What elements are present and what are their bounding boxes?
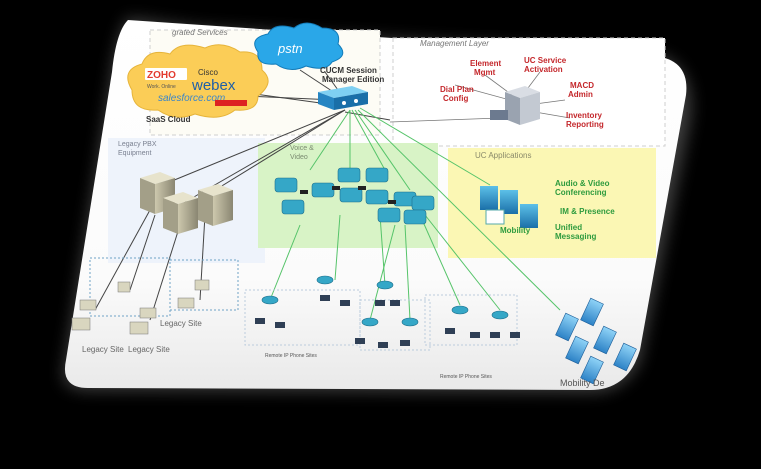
mgmt-macd-1: MACD	[570, 81, 594, 90]
pbx-server-icons	[140, 172, 233, 234]
saas-cloud: ZOHO Work. Online Cisco webex salesforce…	[127, 44, 269, 124]
pstn-cloud: pstn	[254, 22, 344, 70]
uc-messaging-1: Unified	[555, 223, 582, 232]
uc-mobility: Mobility	[500, 226, 531, 235]
pstn-label: pstn	[277, 41, 303, 56]
remote-site-boxes	[244, 289, 518, 351]
uc-im-presence: IM & Presence	[560, 207, 615, 216]
mgmt-element-2: Mgmt	[474, 68, 496, 77]
ip-links	[269, 107, 561, 321]
cucm-label-2: Manager Edition	[322, 75, 384, 84]
pbx-server-icon	[198, 184, 233, 226]
saas-cloud-label: SaaS Cloud	[146, 115, 191, 124]
mobility-devices	[555, 297, 637, 385]
voice-video-title-2: Video	[290, 154, 308, 161]
management-layer-title: Management Layer	[420, 39, 489, 48]
uc-applications-zone	[448, 148, 656, 258]
remote-site-label-2: Remote IP Phone Sites	[440, 374, 492, 380]
legacy-site-label-3: Legacy Site	[128, 345, 170, 354]
remote-site-label-1: Remote IP Phone Sites	[265, 353, 317, 359]
legacy-site-label-1: Legacy Site	[160, 319, 202, 328]
mgmt-inventory-1: Inventory	[566, 111, 603, 120]
cisco-text: Cisco	[198, 68, 219, 77]
uc-applications-title: UC Applications	[475, 151, 531, 160]
mgmt-inventory-2: Reporting	[566, 120, 604, 129]
zoho-logo: ZOHO	[147, 70, 176, 81]
legacy-pbx-title-2: Equipment	[118, 150, 152, 157]
video-endpoints	[274, 167, 435, 225]
management-items: Element Mgmt UC Service Activation Dial …	[440, 56, 604, 129]
pbx-server-icon	[163, 192, 198, 234]
mgmt-dialplan-2: Config	[443, 94, 468, 103]
video-switches	[300, 186, 396, 204]
uc-conf-2: Conferencing	[555, 188, 607, 197]
cucm-label-1: CUCM Session	[320, 66, 377, 75]
integrated-services-title: grated Services	[172, 28, 228, 37]
remote-ip-phones	[255, 295, 520, 348]
voice-video-title-1: Voice &	[290, 145, 314, 152]
mgmt-activation-1: UC Service	[524, 56, 567, 65]
webex-logo: webex	[191, 77, 236, 94]
mgmt-macd-2: Admin	[568, 90, 593, 99]
mgmt-activation-2: Activation	[524, 65, 563, 74]
legacy-pbx-title-1: Legacy PBX	[118, 141, 157, 148]
uc-server-icons	[480, 186, 538, 228]
remote-routers	[261, 275, 509, 327]
legacy-site-boxes	[89, 257, 239, 317]
mgmt-dialplan-1: Dial Plan	[440, 85, 474, 94]
legacy-site-label-2: Legacy Site	[82, 345, 124, 354]
uc-messaging-2: Messaging	[555, 232, 596, 241]
mobility-label: Mobility De	[560, 378, 605, 388]
zoho-subtitle: Work. Online	[147, 84, 176, 90]
mgmt-element-1: Element	[470, 59, 501, 68]
salesforce-logo: salesforce.com	[158, 93, 225, 104]
management-server-icon	[490, 86, 540, 125]
cucm-sme-router	[318, 86, 368, 110]
uc-conf-1: Audio & Video	[555, 179, 610, 188]
uc-app-labels: Audio & Video Conferencing IM & Presence…	[500, 179, 615, 241]
legacy-phones	[71, 279, 210, 335]
